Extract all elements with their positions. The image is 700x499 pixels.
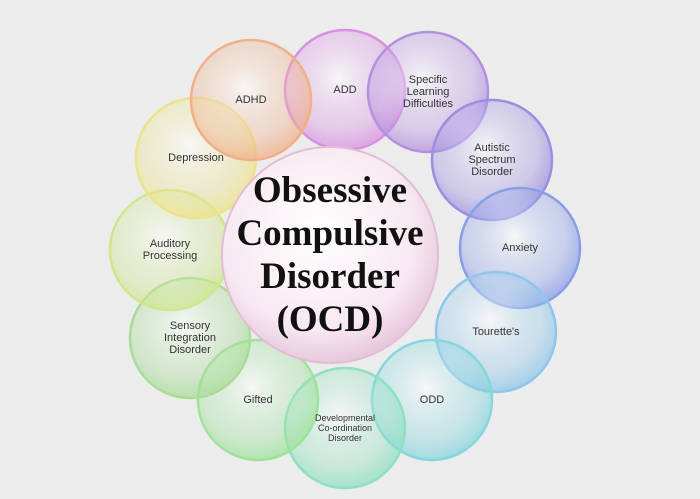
circle-adhd [189, 38, 313, 162]
center-title-line: Disorder [260, 256, 400, 297]
label-tourettes: Tourette's [441, 326, 551, 338]
label-line: Disorder [327, 433, 362, 443]
center-title-line: Compulsive [236, 213, 424, 254]
label-line: Learning [406, 86, 450, 98]
center-circle [221, 146, 439, 364]
label-line: Difficulties [403, 98, 453, 110]
center-title: Obsessive Compulsive Disorder (OCD) [210, 160, 450, 350]
label-line: Disorder [471, 166, 513, 178]
label-line: ODD [419, 394, 445, 406]
label-line: Disorder [169, 344, 211, 356]
label-line: Co-ordination [317, 423, 373, 433]
label-line: Depression [168, 152, 224, 164]
label-line: Auditory [149, 238, 191, 250]
label-line: Spectrum [468, 154, 516, 166]
label-adhd: ADHD [196, 94, 306, 106]
center-title-line: (OCD) [276, 299, 384, 340]
label-line: Processing [142, 250, 198, 262]
label-line: Autistic [474, 142, 510, 154]
label-line: Sensory [169, 320, 211, 332]
label-line: Tourette's [472, 326, 520, 338]
outer-circles [108, 28, 582, 490]
label-line: Gifted [243, 394, 273, 406]
label-line: Integration [164, 332, 216, 344]
label-line: Anxiety [501, 242, 539, 254]
label-add: ADD [290, 84, 400, 96]
label-anxiety: Anxiety [465, 242, 575, 254]
label-gifted: Gifted [203, 394, 313, 406]
center-title-line: Obsessive [252, 170, 408, 211]
label-odd: ODD [377, 394, 487, 406]
label-line: Developmental [314, 413, 376, 423]
label-line: ADHD [235, 94, 267, 106]
label-line: ADD [333, 84, 357, 96]
label-depression: Depression [141, 152, 251, 164]
label-line: Specific [408, 74, 448, 86]
